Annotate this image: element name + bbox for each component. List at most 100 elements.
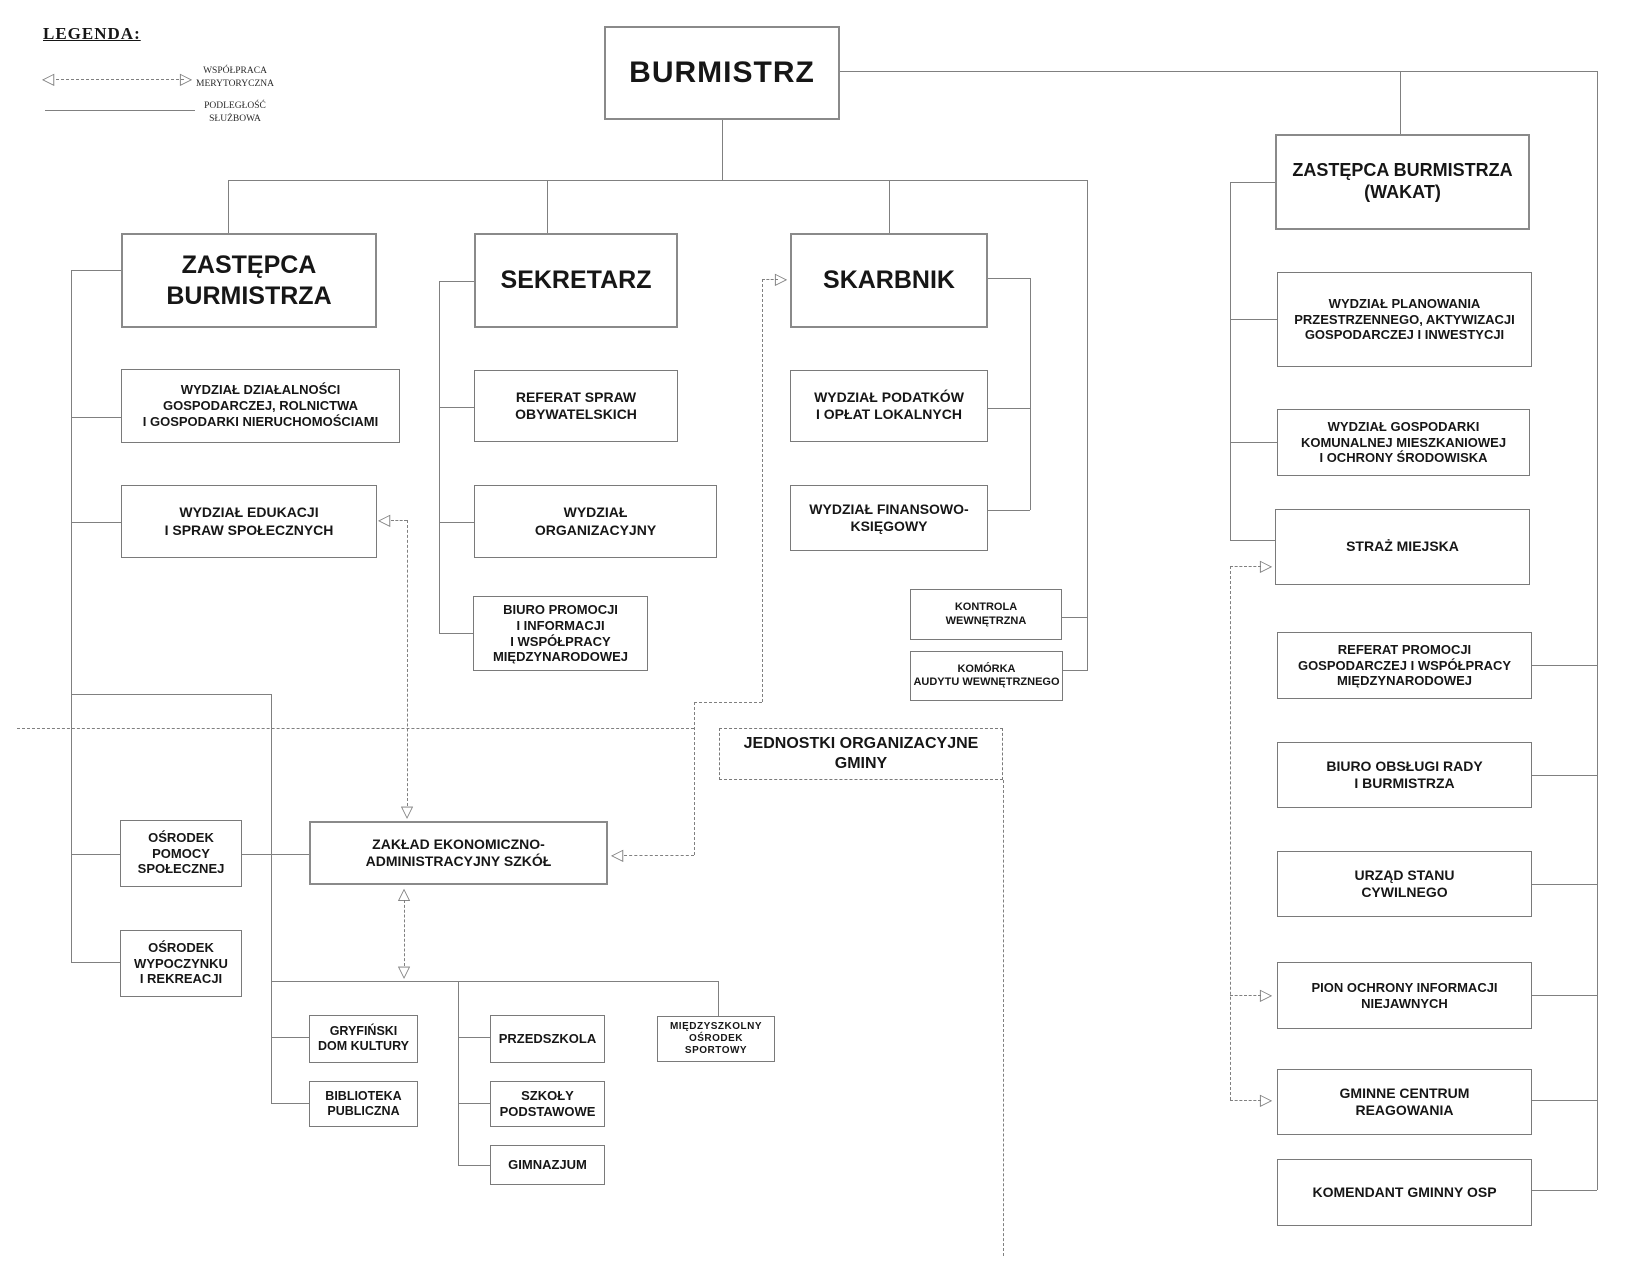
connector (1532, 884, 1597, 885)
connector (1532, 995, 1597, 996)
dashed-connector (1230, 995, 1261, 996)
dashed-connector (1230, 566, 1261, 567)
arrowhead-up-icon: △ (397, 884, 411, 903)
connector (988, 408, 1030, 409)
connector (458, 981, 459, 1165)
dashed-connector (694, 702, 695, 855)
connector (439, 407, 474, 408)
dashed-connector (1230, 566, 1231, 1100)
node-burmistrz: BURMISTRZ (604, 26, 840, 120)
dashed-connector (404, 900, 405, 966)
connector (439, 281, 440, 633)
node-straz-miejska: STRAŻ MIEJSKA (1275, 509, 1530, 585)
arrowhead-down-icon: ▽ (397, 962, 411, 981)
connector (1230, 442, 1277, 443)
node-zastepca-burmistrza-wakat: ZASTĘPCA BURMISTRZA (WAKAT) (1275, 134, 1530, 230)
node-komendant-gminny-osp: KOMENDANT GMINNY OSP (1277, 1159, 1532, 1226)
connector (439, 633, 473, 634)
connector (547, 180, 548, 233)
connector (1597, 71, 1598, 1190)
node-biblioteka-publiczna: BIBLIOTEKA PUBLICZNA (309, 1081, 418, 1127)
node-szkoly-podstawowe: SZKOŁY PODSTAWOWE (490, 1081, 605, 1127)
node-referat-spraw-obywatelskich: REFERAT SPRAW OBYWATELSKICH (474, 370, 678, 442)
legend-arrow-left-icon: ◁ (41, 69, 55, 88)
dashed-connector (17, 728, 694, 729)
node-skarbnik: SKARBNIK (790, 233, 988, 328)
connector (439, 522, 474, 523)
node-urzad-stanu-cywilnego: URZĄD STANU CYWILNEGO (1277, 851, 1532, 917)
connector (71, 522, 121, 523)
node-biuro-promocji: BIURO PROMOCJI I INFORMACJI I WSPÓŁPRACY… (473, 596, 648, 671)
connector (1230, 182, 1231, 540)
node-referat-promocji: REFERAT PROMOCJI GOSPODARCZEJ I WSPÓŁPRA… (1277, 632, 1532, 699)
connector (722, 120, 723, 180)
node-sekretarz: SEKRETARZ (474, 233, 678, 328)
arrowhead-left-icon: ◁ (610, 845, 624, 864)
connector (71, 270, 72, 962)
connector (1230, 319, 1277, 320)
legend-dashed-line (56, 79, 184, 80)
arrowhead-right-icon: ▷ (1259, 556, 1273, 575)
connector (71, 270, 121, 271)
node-kontrola-wewnetrzna: KONTROLA WEWNĘTRZNA (910, 589, 1062, 640)
connector (1400, 71, 1401, 134)
connector (1063, 670, 1087, 671)
node-gminne-centrum-reagowania: GMINNE CENTRUM REAGOWANIA (1277, 1069, 1532, 1135)
node-wydzial-dzialalnosci: WYDZIAŁ DZIAŁALNOŚCI GOSPODARCZEJ, ROLNI… (121, 369, 400, 443)
node-wydzial-edukacji: WYDZIAŁ EDUKACJI I SPRAW SPOŁECZNYCH (121, 485, 377, 558)
connector (1230, 182, 1275, 183)
connector (1532, 775, 1597, 776)
connector (458, 1103, 490, 1104)
node-komorka-audytu: KOMÓRKA AUDYTU WEWNĘTRZNEGO (910, 651, 1063, 701)
connector (242, 854, 309, 855)
connector (458, 1037, 490, 1038)
arrowhead-left-icon: ◁ (377, 510, 391, 529)
node-jednostki-organizacyjne: JEDNOSTKI ORGANIZACYJNE GMINY (719, 728, 1003, 780)
arrowhead-right-icon: ▷ (1259, 1090, 1273, 1109)
dashed-connector (407, 520, 408, 806)
connector (271, 981, 718, 982)
connector (439, 281, 474, 282)
legend-item-label: PODLEGŁOŚĆ SŁUŻBOWA (204, 101, 266, 124)
node-zaklad-ekonomiczno-administracyjny: ZAKŁAD EKONOMICZNO- ADMINISTRACYJNY SZKÓ… (309, 821, 608, 885)
legend-arrow-right-icon: ▷ (179, 69, 193, 88)
connector (458, 1165, 490, 1166)
connector (988, 510, 1030, 511)
node-osrodek-pomocy: OŚRODEK POMOCY SPOŁECZNEJ (120, 820, 242, 887)
connector (271, 1103, 309, 1104)
node-gimnazjum: GIMNAZJUM (490, 1145, 605, 1185)
node-zastepca-burmistrza: ZASTĘPCA BURMISTRZA (121, 233, 377, 328)
connector (71, 694, 271, 695)
connector (271, 1037, 309, 1038)
connector (71, 962, 120, 963)
connector (228, 180, 1087, 181)
connector (1532, 665, 1597, 666)
dashed-connector (391, 520, 407, 521)
node-przedszkola: PRZEDSZKOLA (490, 1015, 605, 1063)
connector (1087, 180, 1088, 671)
connector (718, 981, 719, 1016)
connector (1532, 1100, 1597, 1101)
connector (889, 180, 890, 233)
dashed-connector (1003, 780, 1004, 1256)
dashed-connector (694, 702, 762, 703)
connector (71, 854, 120, 855)
dashed-connector (762, 279, 778, 280)
arrowhead-right-icon: ▷ (774, 269, 788, 288)
legend-item-label: WSPÓŁPRACA MERYTORYCZNA (196, 66, 274, 89)
node-pion-ochrony-informacji: PION OCHRONY INFORMACJI NIEJAWNYCH (1277, 962, 1532, 1029)
connector (988, 278, 1030, 279)
connector (71, 417, 121, 418)
node-wydzial-gospodarki-komunalnej: WYDZIAŁ GOSPODARKI KOMUNALNEJ MIESZKANIO… (1277, 409, 1530, 476)
node-miedzyszkolny-osrodek: MIĘDZYSZKOLNY OŚRODEK SPORTOWY (657, 1016, 775, 1062)
arrowhead-right-icon: ▷ (1259, 985, 1273, 1004)
connector (1230, 540, 1275, 541)
connector (840, 71, 1597, 72)
node-gryfinski-dom-kultury: GRYFIŃSKI DOM KULTURY (309, 1015, 418, 1063)
dashed-connector (1230, 1100, 1261, 1101)
node-wydzial-podatkow: WYDZIAŁ PODATKÓW I OPŁAT LOKALNYCH (790, 370, 988, 442)
connector (1030, 278, 1031, 510)
node-wydzial-finansowo-ksiegowy: WYDZIAŁ FINANSOWO- KSIĘGOWY (790, 485, 988, 551)
dashed-connector (624, 855, 694, 856)
